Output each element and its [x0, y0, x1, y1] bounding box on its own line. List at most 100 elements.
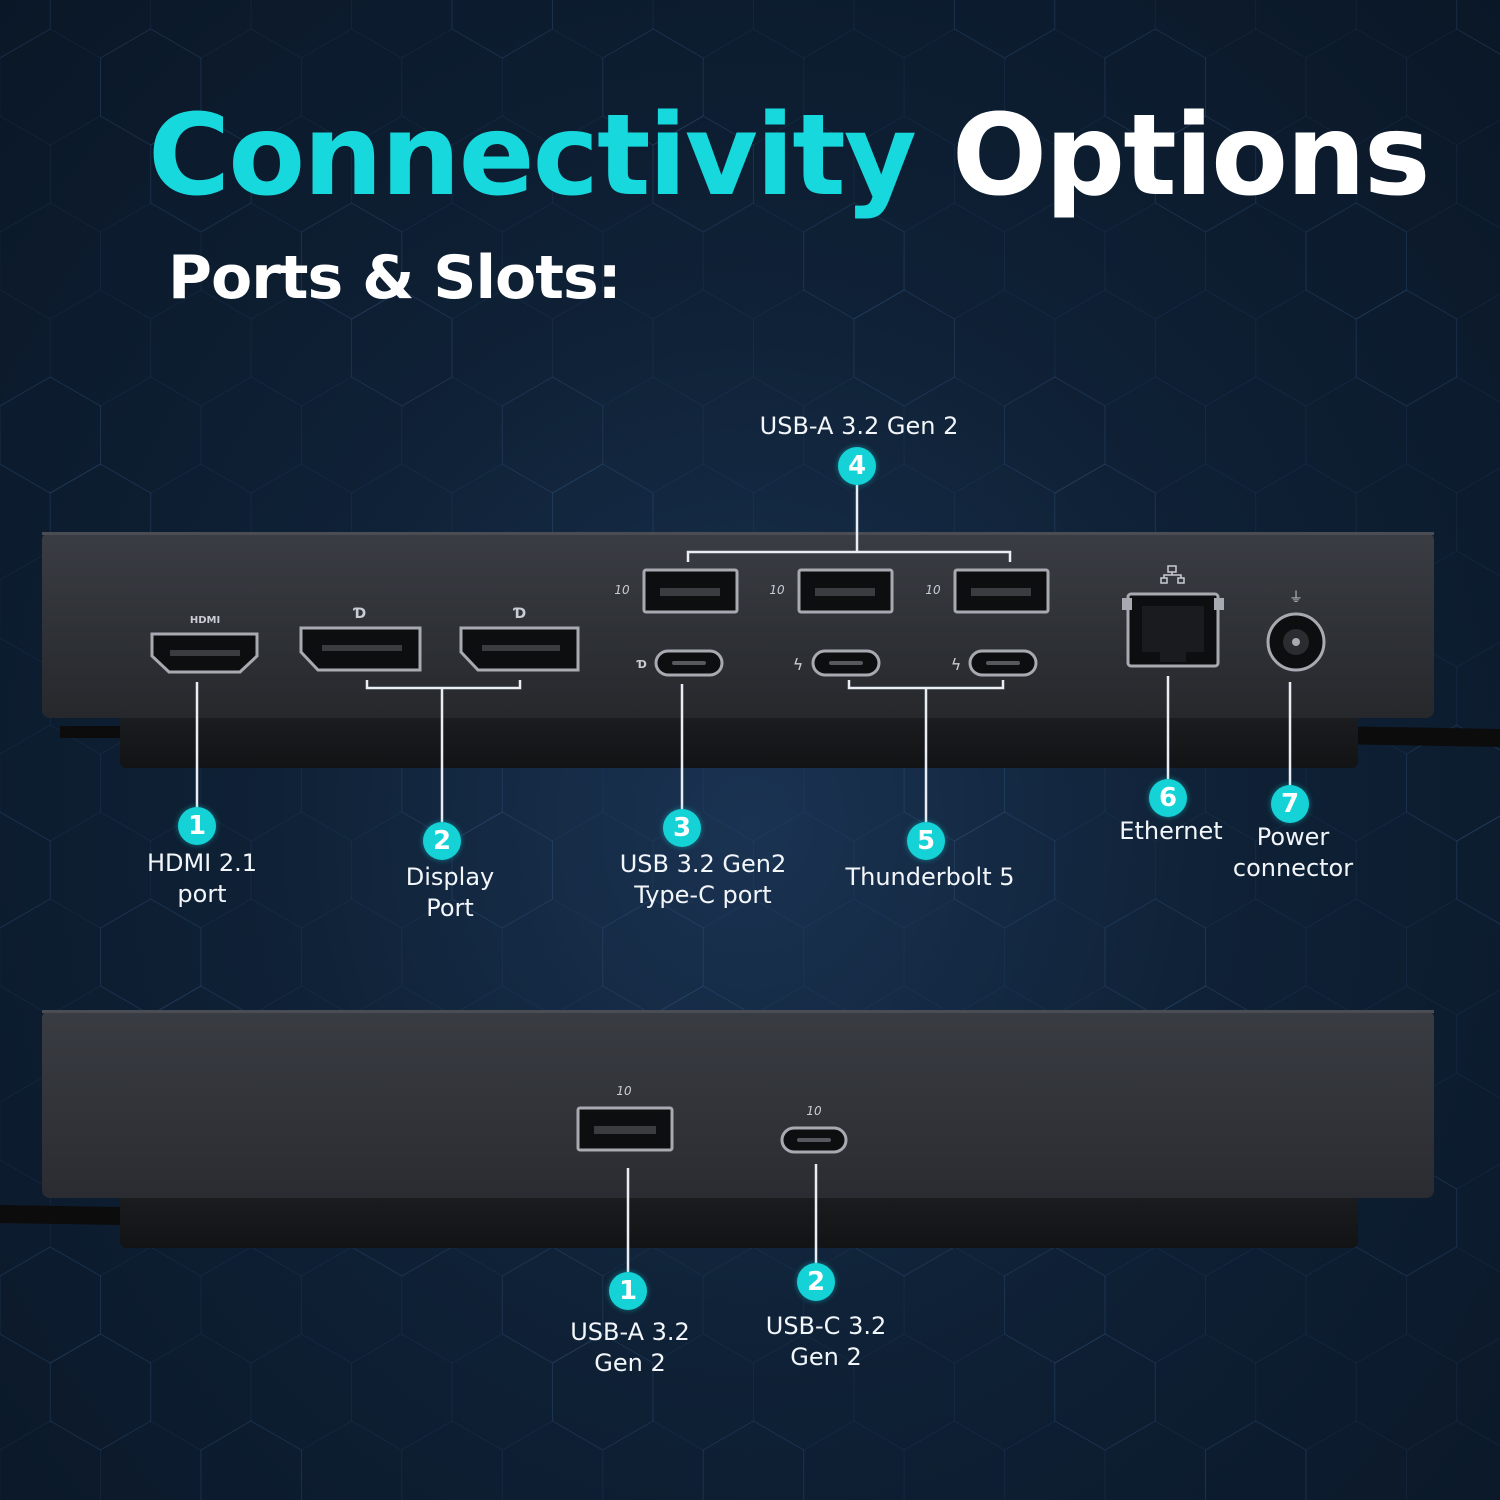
- hexagon: [300, 376, 403, 494]
- label-line: connector: [1232, 854, 1354, 882]
- label-line: port: [177, 880, 227, 908]
- hexagon: [853, 1333, 955, 1451]
- hexagon: [752, 0, 855, 59]
- hexagon: [752, 289, 855, 407]
- label-line: USB 3.2 Gen2: [619, 850, 787, 878]
- hexagon: [200, 376, 302, 494]
- hexagon: [1255, 289, 1357, 407]
- hexagon: [300, 202, 403, 320]
- rear-cable: [1329, 726, 1500, 747]
- hexagon: [1255, 115, 1357, 233]
- hexagon: [903, 202, 1006, 320]
- hexagon: [1456, 641, 1500, 751]
- hexagon: [1456, 467, 1500, 577]
- hexagon: [49, 0, 152, 59]
- hexagon: [100, 1420, 202, 1500]
- label-line: USB-A 3.2: [570, 1318, 690, 1346]
- label-line: Power: [1256, 823, 1330, 851]
- hexagon: [0, 1246, 101, 1364]
- hexagon: [0, 898, 101, 1016]
- hexagon: [250, 115, 353, 233]
- rear-body: [42, 532, 1434, 718]
- hexagon: [552, 1333, 654, 1451]
- hexagon: [1305, 1246, 1407, 1364]
- hexagon: [1004, 376, 1106, 494]
- hexagon: [702, 1420, 805, 1500]
- hexagon: [0, 28, 101, 146]
- displayport-2: Ɗ: [459, 606, 580, 672]
- hexagon: [1456, 989, 1500, 1099]
- hexagon: [702, 898, 805, 1016]
- hexagon: [1405, 202, 1500, 320]
- hexagon: [401, 202, 503, 320]
- hexagon: [451, 811, 553, 929]
- hexagon: [552, 0, 654, 59]
- hexagon: [903, 898, 1006, 1016]
- hexagon: [0, 1159, 51, 1277]
- hexagon: [501, 28, 604, 146]
- hexagon: [1205, 898, 1307, 1016]
- hexagon: [1154, 811, 1257, 929]
- hexagon: [803, 376, 905, 494]
- hexagon: [803, 1420, 905, 1500]
- hexagon: [49, 1333, 152, 1451]
- usb-speed-icon: 10: [806, 1104, 822, 1118]
- front-base: [120, 1190, 1358, 1248]
- callout-label-ethernet: Ethernet: [1119, 816, 1222, 847]
- hexagon: [903, 28, 1006, 146]
- hexagon: [1154, 0, 1257, 59]
- callout-badge-3: 3: [663, 809, 701, 847]
- hexagon: [1205, 28, 1307, 146]
- hexagon: [1054, 289, 1156, 407]
- hexagon: [401, 898, 503, 1016]
- hexagon: [0, 115, 51, 233]
- hexagon: [602, 1420, 704, 1500]
- hexagon: [652, 289, 754, 407]
- label-line: Gen 2: [594, 1349, 666, 1377]
- front-dock: 10 10: [0, 1010, 1434, 1248]
- hexagon: [351, 1333, 453, 1451]
- hexagon: [0, 811, 51, 929]
- hexagon: [1305, 28, 1407, 146]
- hexagon: [501, 898, 604, 1016]
- hexagon: [953, 1333, 1056, 1451]
- label-line: USB-A 3.2 Gen 2: [759, 412, 959, 440]
- hexagon: [552, 115, 654, 233]
- hexagon: [250, 289, 353, 407]
- displayport-1: Ɗ: [299, 606, 422, 672]
- hexagon: [1255, 1333, 1357, 1451]
- hexagon: [1104, 898, 1206, 1016]
- hexagon: [451, 0, 553, 59]
- hexagon: [953, 289, 1056, 407]
- hexagon: [552, 289, 654, 407]
- hexagon: [1355, 0, 1458, 59]
- hexagon: [853, 115, 955, 233]
- hexagon: [602, 898, 704, 1016]
- hexagon: [1456, 1163, 1500, 1273]
- hexagon: [1456, 0, 1500, 55]
- ethernet-port: [1122, 565, 1224, 668]
- hexagon: [1004, 898, 1106, 1016]
- thunderbolt-port-1: ϟ: [793, 649, 881, 677]
- hexagon: [1004, 202, 1106, 320]
- hexagon: [1104, 28, 1206, 146]
- hexagon: [49, 811, 152, 929]
- hexagon: [100, 202, 202, 320]
- hexagon: [1305, 1420, 1407, 1500]
- hexagon: [401, 376, 503, 494]
- displayport-1-logo: Ɗ: [353, 606, 366, 622]
- hexagon: [1054, 0, 1156, 59]
- hexagon: [1054, 1333, 1156, 1451]
- hexagon: [1355, 115, 1458, 233]
- hexagon: [1054, 115, 1156, 233]
- hexagon: [200, 898, 302, 1016]
- hexagon: [1305, 202, 1407, 320]
- hexagon: [803, 202, 905, 320]
- hexagon: [0, 376, 101, 494]
- displayport-2-logo: Ɗ: [513, 606, 526, 622]
- hexagon: [1205, 202, 1307, 320]
- page-title: Connectivity Options: [148, 100, 1430, 212]
- hexagon: [1405, 376, 1500, 494]
- front-usb-c-port: 10: [780, 1104, 848, 1154]
